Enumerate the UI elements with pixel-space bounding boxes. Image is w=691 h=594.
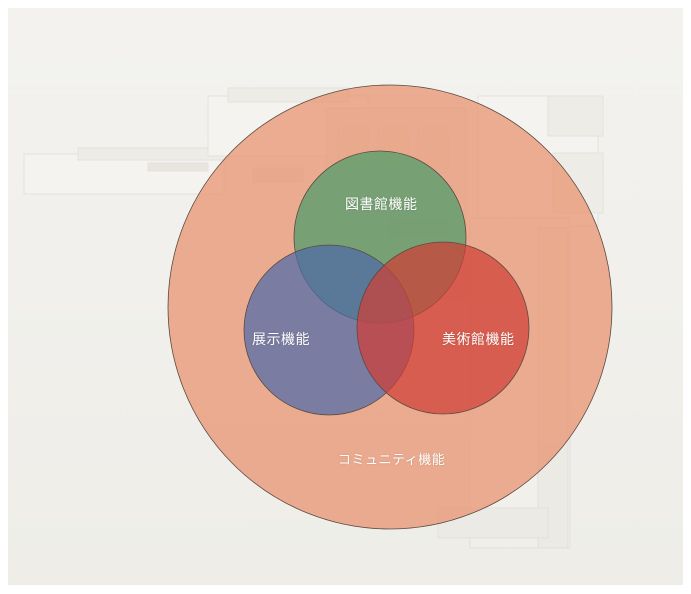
label-library: 図書館機能 [345,197,418,213]
label-museum: 美術館機能 [442,332,515,348]
label-community: コミュニティ機能 [338,453,446,468]
background-photo: 図書館機能 展示機能 美術館機能 コミュニティ機能 [8,8,683,585]
venn-diagram [167,84,613,530]
set-museum [356,241,530,415]
label-exhibition: 展示機能 [252,332,310,348]
